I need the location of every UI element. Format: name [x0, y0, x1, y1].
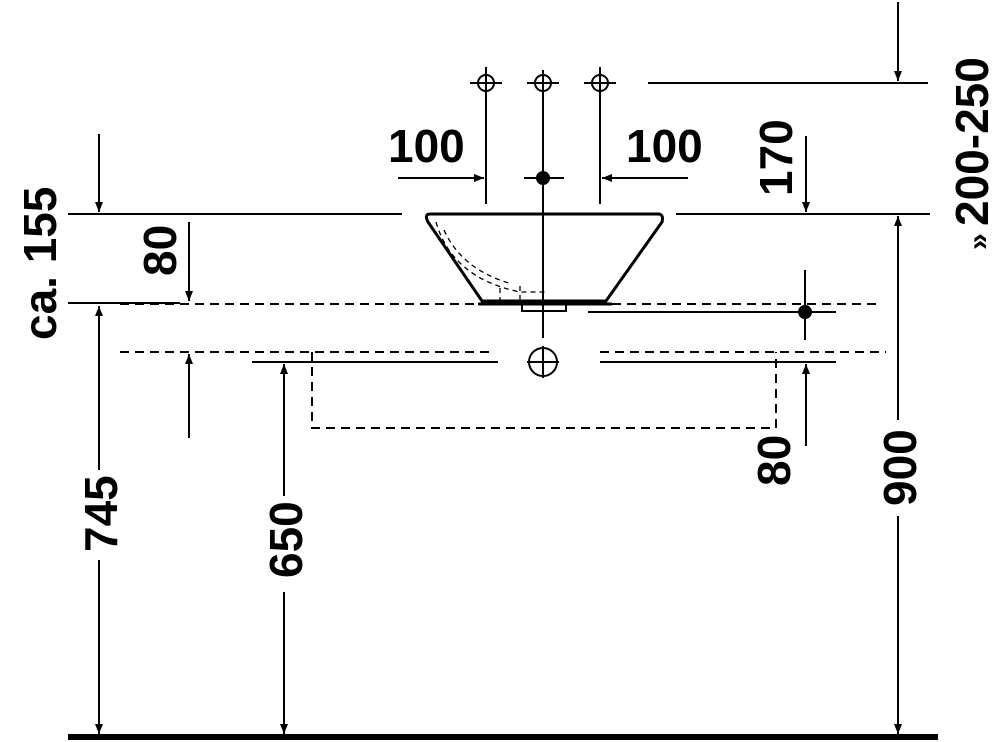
label-80-left: 80: [134, 225, 186, 276]
label-mirror-range-marker: »: [962, 233, 995, 250]
filled-dot-icon: [536, 171, 550, 185]
cabinet-outline-dashed: [311, 352, 777, 429]
label-200-250: 200-250: [946, 57, 998, 226]
label-ca-155: ca. 155: [14, 187, 66, 340]
label-650: 650: [260, 501, 312, 578]
tap-hole-centre: [527, 74, 559, 92]
label-745: 745: [75, 475, 127, 552]
label-900: 900: [874, 429, 926, 506]
washbasin-bowl: [424, 212, 664, 312]
label-80-right: 80: [748, 435, 800, 486]
drain-circle-icon: [527, 346, 559, 378]
label-100-right: 100: [626, 120, 703, 172]
tap-hole-left: [470, 67, 502, 204]
tap-hole-right: [584, 67, 616, 204]
label-170: 170: [750, 119, 802, 196]
label-100-left: 100: [388, 120, 465, 172]
